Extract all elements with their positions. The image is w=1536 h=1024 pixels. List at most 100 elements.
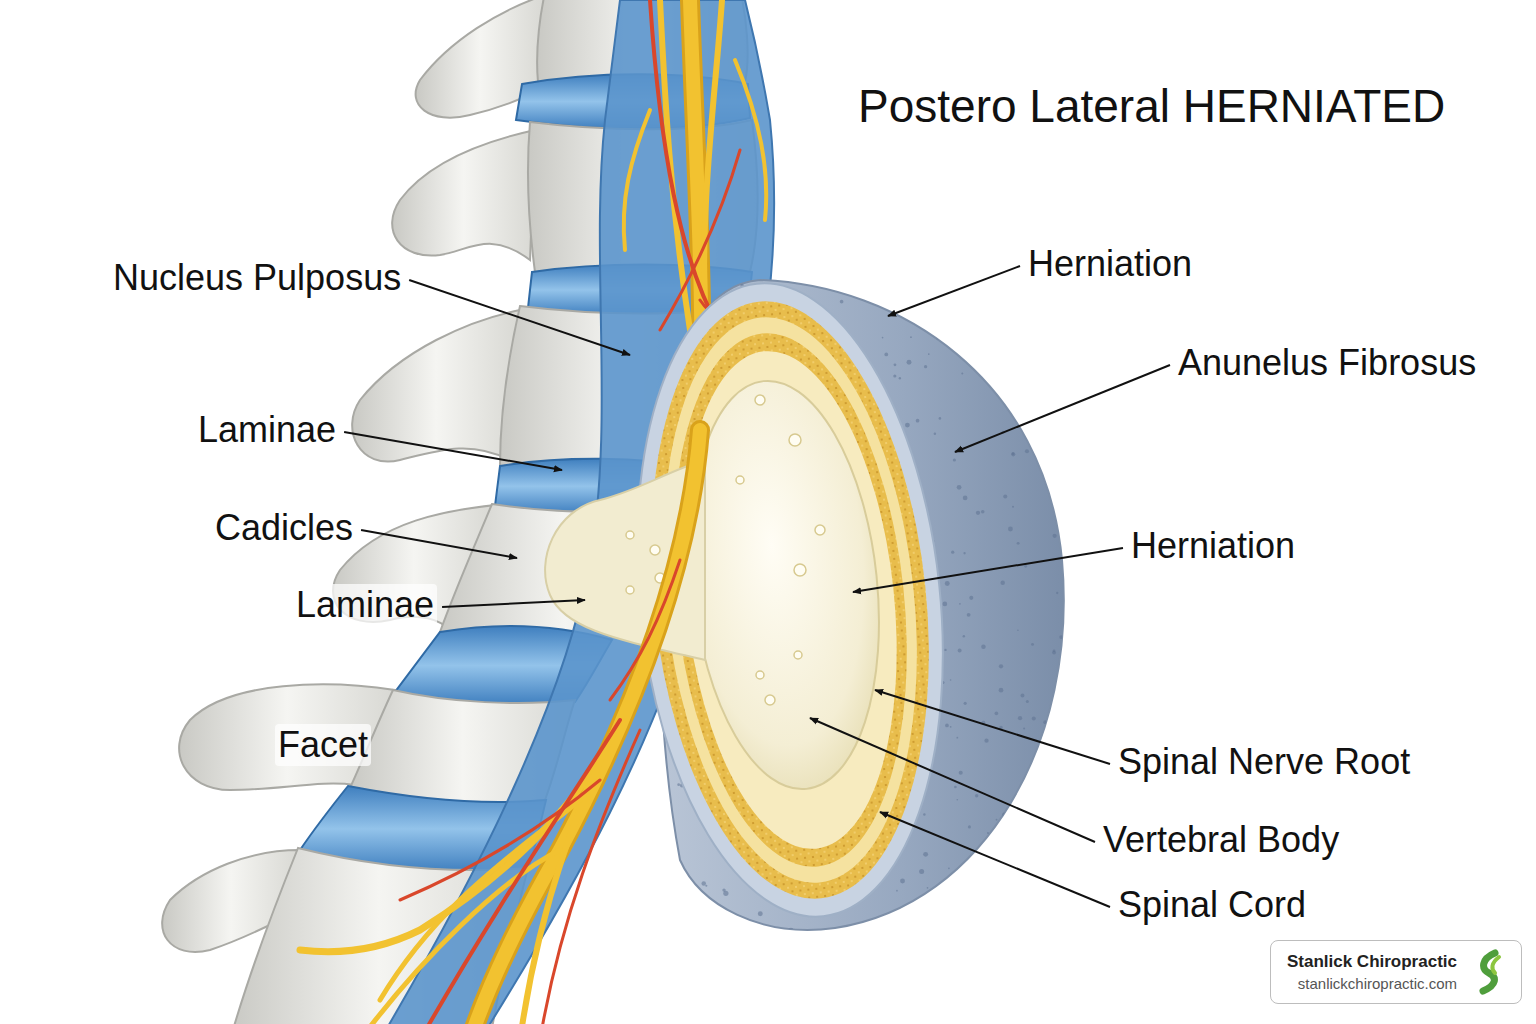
disc-speckle — [1003, 494, 1007, 498]
watermark-box: Stanlick Chiropracticstanlickchiropracti… — [1270, 940, 1522, 1004]
disc-speckle — [923, 852, 928, 857]
leader-line — [853, 548, 1123, 592]
disc-speckle — [968, 825, 971, 828]
lower-nerves-part — [520, 720, 620, 1024]
disc-speckle — [963, 496, 968, 501]
upper-nerves-part — [650, 0, 720, 330]
disc-speckle — [1053, 534, 1057, 538]
leader-line — [875, 690, 1110, 764]
disc-speckle — [1043, 720, 1047, 724]
disc-speckle — [987, 832, 989, 834]
disc-speckle — [1077, 294, 1079, 296]
disc-speckle — [791, 272, 793, 274]
disc-speckle — [1046, 789, 1050, 793]
disc-speckle — [905, 423, 910, 428]
disc-speckle — [999, 664, 1003, 668]
disc-speckle — [677, 783, 680, 786]
disc-speckle — [1035, 394, 1040, 399]
disc-speckle — [1056, 592, 1058, 594]
disc-speckle — [1021, 694, 1025, 698]
disc-speckle — [1052, 651, 1056, 655]
disc-speckle — [1004, 878, 1008, 882]
disc-speckle — [1025, 449, 1029, 453]
disc-speckle — [705, 885, 707, 887]
disc-speckle — [963, 635, 965, 637]
disc-speckle — [969, 596, 973, 600]
disc-speckle — [1068, 474, 1072, 478]
posterior-processes — [162, 0, 545, 952]
disc-speckle — [1032, 376, 1035, 379]
leader-line — [344, 432, 562, 470]
disc-speckle — [981, 510, 985, 514]
disc-speckle — [1034, 390, 1037, 393]
disc-speckle — [1046, 729, 1050, 733]
disc-speckle — [1040, 432, 1044, 436]
leader-line — [409, 280, 630, 355]
disc-speckle — [945, 724, 949, 728]
disc-speckle — [758, 911, 763, 916]
disc-speckle — [1017, 542, 1020, 545]
disc-speckle — [668, 846, 672, 850]
disc-speckle — [1023, 728, 1025, 730]
part-label: Herniation — [1128, 525, 1298, 566]
watermark-text: Stanlick Chiropracticstanlickchiropracti… — [1287, 952, 1457, 992]
disc-speckle — [910, 336, 912, 338]
disc-speckle — [967, 613, 971, 617]
disc-speckle — [936, 337, 938, 339]
disc-speckle — [1059, 781, 1062, 784]
disc-speckle — [950, 726, 952, 728]
leader-line — [361, 530, 517, 558]
disc-speckle — [1069, 509, 1071, 511]
disc-speckle — [736, 917, 741, 922]
disc-speckle — [788, 928, 793, 933]
disc-speckle — [863, 270, 868, 275]
intervertebral-disc-part-part — [815, 525, 825, 535]
disc-speckle — [1017, 629, 1019, 631]
disc-speckle — [667, 879, 671, 883]
disc-speckle — [1061, 285, 1065, 289]
disc-speckle — [1038, 303, 1042, 307]
disc-speckle — [1026, 342, 1031, 347]
disc-speckle — [954, 786, 957, 789]
disc-speckle — [893, 374, 896, 377]
part-label: Vertebral Body — [1100, 819, 1342, 860]
disc-speckle — [913, 903, 915, 905]
disc-speckle — [961, 373, 963, 375]
disc-speckle — [896, 890, 898, 892]
disc-speckle — [927, 887, 929, 889]
upper-nerves-part — [660, 0, 690, 330]
disc-speckle — [953, 458, 956, 461]
disc-speckle — [825, 282, 829, 286]
upper-nerves-part — [624, 110, 650, 250]
diagram-title: Postero Lateral HERNIATED — [858, 80, 1445, 133]
disc-speckle — [855, 270, 857, 272]
herniated-nucleus-part-part — [626, 586, 634, 594]
part-label: Spinal Nerve Root — [1115, 741, 1413, 782]
disc-speckle — [1043, 305, 1047, 309]
disc-speckle — [894, 363, 897, 366]
disc-speckle — [996, 384, 998, 386]
disc-speckle — [981, 644, 986, 649]
disc-speckle — [1032, 716, 1036, 720]
disc-speckle — [996, 338, 1001, 343]
disc-speckle — [1002, 909, 1007, 914]
disc-speckle — [701, 881, 705, 885]
disc-speckle — [1059, 318, 1061, 320]
disc-speckle — [902, 917, 905, 920]
lower-nerves-part — [610, 560, 680, 700]
disc-speckle — [900, 879, 905, 884]
disc-speckle — [976, 511, 980, 515]
disc-speckle — [1012, 344, 1014, 346]
disc-speckle — [924, 365, 927, 368]
disc-speckle — [1066, 732, 1069, 735]
disc-speckle — [1021, 389, 1024, 392]
disc-speckle — [1055, 762, 1059, 766]
disc-speckle — [1026, 700, 1029, 703]
disc-speckle — [951, 551, 954, 554]
disc-speckle — [1014, 292, 1019, 297]
leader-line — [888, 266, 1020, 316]
disc-speckle — [907, 360, 912, 365]
disc-speckle — [1031, 643, 1034, 646]
disc-speckle — [959, 771, 963, 775]
disc-speckle — [663, 906, 667, 910]
